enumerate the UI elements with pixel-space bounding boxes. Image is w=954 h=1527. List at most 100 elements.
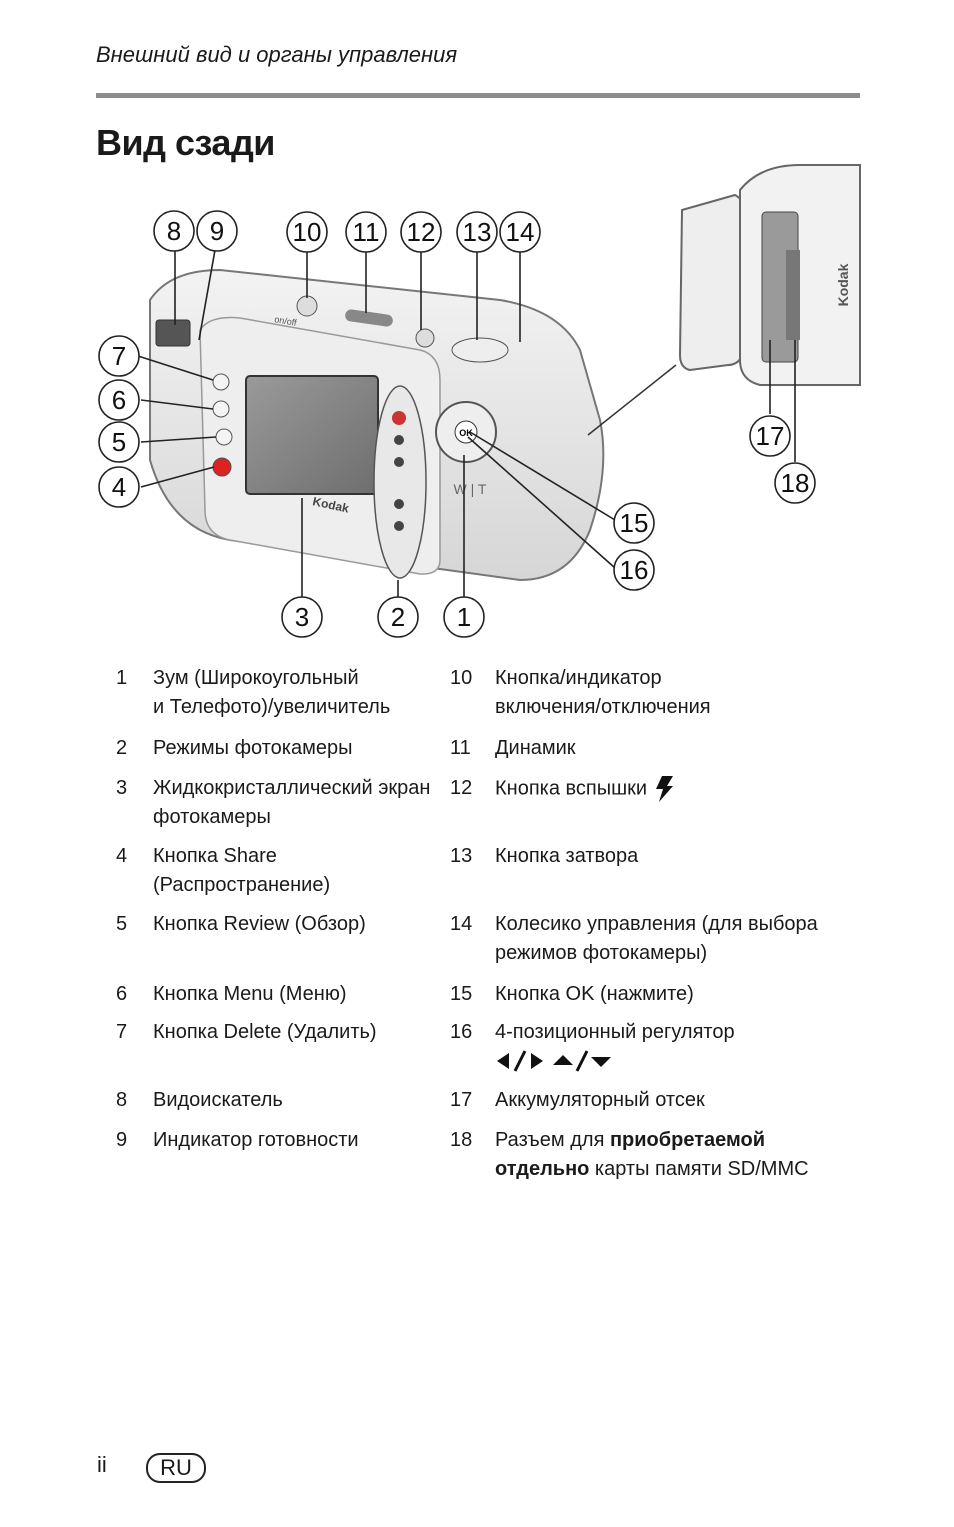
callout-number-5: 5 — [112, 427, 126, 457]
callout-number-13: 13 — [463, 217, 492, 247]
callout-circle-18 — [774, 462, 816, 504]
legend-text: Кнопка Delete (Удалить) — [153, 1021, 377, 1043]
callout-circle-11 — [345, 211, 387, 253]
power-label: on/off — [274, 314, 298, 328]
legend-number: 12 — [450, 777, 473, 799]
callout-circle-1 — [443, 596, 485, 638]
legend-number: 18 — [450, 1129, 473, 1151]
viewfinder — [155, 319, 191, 347]
zoom-label: W | T — [454, 481, 487, 497]
callout-number-9: 9 — [210, 216, 224, 246]
legend-number: 17 — [450, 1089, 473, 1111]
callout-number-14: 14 — [506, 217, 535, 247]
ok-label: OK — [459, 428, 473, 438]
legend-text: Кнопка Menu (Меню) — [153, 983, 347, 1005]
legend-text: Кнопка Share(Распространение) — [153, 845, 331, 896]
header-rule — [96, 93, 860, 98]
callout-circle-12 — [400, 211, 442, 253]
callout-circle-16 — [613, 549, 655, 591]
legend-number: 9 — [116, 1129, 128, 1151]
legend-number: 15 — [450, 983, 473, 1005]
callout-number-11: 11 — [353, 217, 380, 247]
mode-strip — [373, 385, 427, 579]
review-button — [215, 428, 233, 446]
legend-number: 7 — [116, 1021, 128, 1043]
ok-button — [454, 420, 478, 444]
callout-circle-14 — [499, 211, 541, 253]
callout-circle-7 — [98, 335, 140, 377]
running-head: Внешний вид и органы управления — [96, 42, 458, 67]
legend-text: 4-позиционный регулятор — [495, 1018, 825, 1082]
legend-text: Динамик — [495, 737, 576, 759]
legend-text: Кнопка вспышки — [495, 774, 825, 804]
callout-circle-10 — [286, 211, 328, 253]
legend-number: 10 — [450, 667, 473, 689]
callout-circle-13 — [456, 211, 498, 253]
camera-body: OK W | T Kodak on/off — [149, 268, 605, 582]
legend-number: 2 — [116, 737, 128, 759]
legend-number: 14 — [450, 913, 473, 935]
legend-number: 8 — [116, 1089, 128, 1111]
legend-number: 16 — [450, 1021, 473, 1043]
callout-circle-8 — [153, 210, 195, 252]
callout-number-15: 15 — [620, 508, 649, 538]
page-number: ii — [97, 1452, 107, 1477]
lcd-screen — [245, 375, 379, 495]
flash-button — [415, 328, 435, 348]
flash-icon — [656, 776, 674, 802]
callout-number-18: 18 — [781, 468, 810, 498]
callout-circle-3 — [281, 596, 323, 638]
legend-number: 4 — [116, 845, 128, 867]
legend-text: Видоискатель — [153, 1089, 283, 1111]
callout-number-6: 6 — [112, 385, 126, 415]
legend-number: 6 — [116, 983, 128, 1005]
callout-circle-15 — [613, 502, 655, 544]
callout-number-4: 4 — [112, 472, 126, 502]
door-brand-label: Kodak — [835, 263, 851, 306]
callout-number-12: 12 — [407, 217, 436, 247]
callout-circle-4 — [98, 466, 140, 508]
legend-text: Кнопка затвора — [495, 845, 639, 867]
legend-number: 13 — [450, 845, 473, 867]
language-badge: RU — [146, 1453, 206, 1483]
legend-number: 3 — [116, 777, 128, 799]
page-title: Вид сзади — [96, 122, 275, 163]
callout-number-2: 2 — [391, 602, 405, 632]
share-button — [212, 457, 232, 477]
menu-button — [212, 400, 230, 418]
legend-text: Режимы фотокамеры — [153, 737, 353, 759]
power-button — [296, 295, 318, 317]
callout-circle-6 — [98, 379, 140, 421]
callout-number-7: 7 — [112, 341, 126, 371]
legend-number: 11 — [450, 737, 471, 759]
callout-number-10: 10 — [293, 217, 322, 247]
legend-number: 5 — [116, 913, 128, 935]
legend-number: 1 — [116, 667, 128, 689]
callout-number-16: 16 — [620, 555, 649, 585]
legend-text: Кнопка OK (нажмите) — [495, 983, 694, 1005]
speaker-grille — [345, 309, 393, 327]
callout-number-8: 8 — [167, 216, 181, 246]
callout-circle-17 — [749, 415, 791, 457]
callout-number-17: 17 — [756, 421, 785, 451]
legend-text: Индикатор готовности — [153, 1129, 359, 1151]
callout-circle-5 — [98, 421, 140, 463]
shutter-button — [451, 337, 509, 363]
callout-circle-9 — [196, 210, 238, 252]
legend-text: Аккумуляторный отсек — [495, 1089, 705, 1111]
battery-compartment-view: Kodak — [587, 164, 861, 436]
callout-circle-2 — [377, 596, 419, 638]
delete-button — [212, 373, 230, 391]
direction-arrows-icon — [497, 1050, 611, 1072]
leader-lines — [137, 249, 796, 597]
callout-number-3: 3 — [295, 602, 309, 632]
callout-number-1: 1 — [457, 602, 471, 632]
legend-text: Кнопка Review (Обзор) — [153, 913, 366, 935]
